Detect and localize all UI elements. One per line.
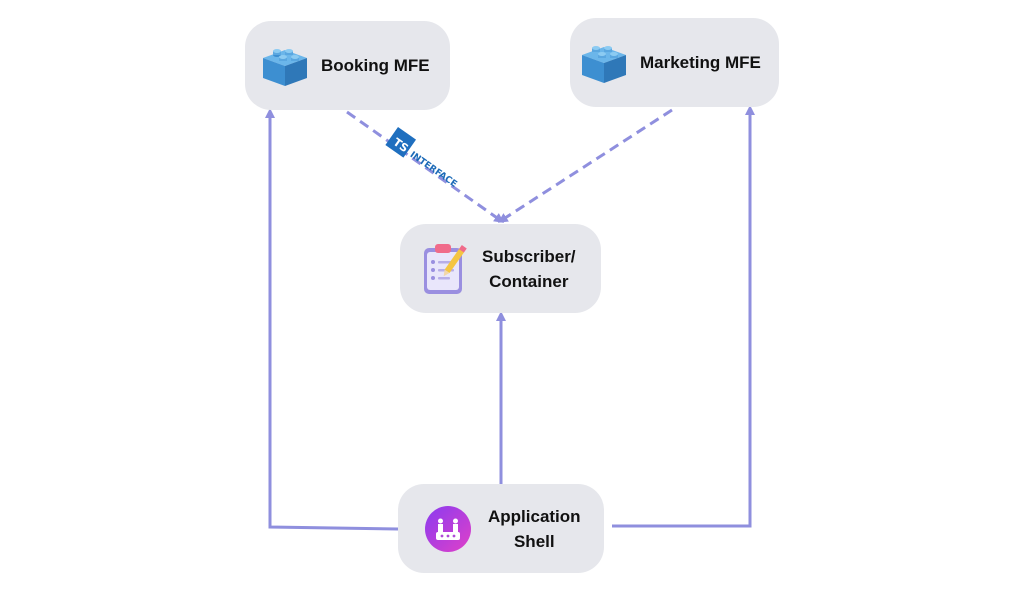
edge-marketing-to-subscriber: [497, 108, 673, 223]
lego-brick-icon: [582, 45, 626, 83]
subscriber-container-node: Subscriber/ Container: [400, 224, 601, 313]
marketing-mfe-label: Marketing MFE: [640, 53, 761, 72]
edge-shell-to-booking: [265, 108, 399, 531]
ts-interface-badge: TS INTERFACE: [385, 127, 459, 190]
application-shell-label: Application Shell: [488, 506, 581, 551]
clipboard-pencil-icon: [424, 243, 467, 294]
typescript-icon: [385, 127, 417, 158]
edge-shell-to-marketing: [612, 105, 755, 528]
booking-mfe-node: Booking MFE: [245, 21, 450, 110]
interface-label: INTERFACE: [408, 150, 459, 190]
marketing-mfe-node: Marketing MFE: [570, 18, 779, 107]
lego-brick-icon: [263, 48, 307, 86]
booking-mfe-label: Booking MFE: [321, 56, 430, 75]
application-shell-node: Application Shell: [398, 484, 604, 573]
subscriber-container-label: Subscriber/ Container: [482, 246, 576, 291]
app-shell-icon: [425, 505, 471, 552]
